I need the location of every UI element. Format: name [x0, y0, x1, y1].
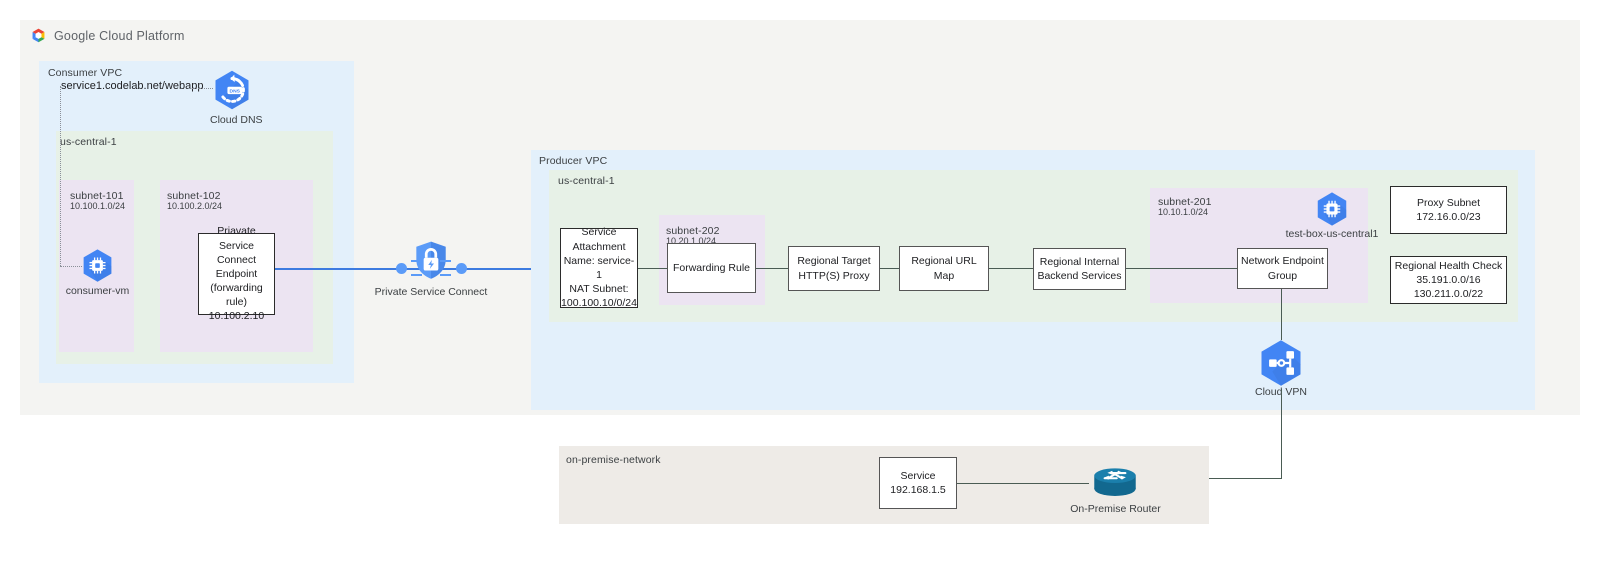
cloud-dns-caption-line2: DNS [240, 114, 263, 126]
forwarding-rule-label: Forwarding Rule [672, 261, 751, 274]
on-premise-service-line1: Service [900, 469, 936, 482]
test-box-caption: test-box-us-central1 [1285, 228, 1379, 240]
service-attachment-line1: Service [581, 226, 617, 239]
psc-left-dash-lower [411, 274, 422, 277]
subnet-202-name: subnet-202 [666, 225, 720, 237]
psc-blue-connector [275, 268, 560, 270]
target-proxy-line1: Regional Target [797, 255, 871, 268]
subnet-201-cidr: 10.10.1.0/24 [1158, 207, 1209, 217]
psc-left-dash-upper [411, 260, 422, 263]
service-attachment-line3: Name: service-1 [563, 254, 635, 281]
connector-fr-to-proxy [756, 268, 788, 270]
health-check-line2: 35.191.0.0/16 [1416, 273, 1481, 286]
svg-text:DNS: DNS [230, 88, 241, 94]
psc-right-dash-lower [440, 274, 451, 277]
on-premise-network-label: on-premise-network [566, 454, 661, 466]
forwarding-rule-box[interactable]: Forwarding Rule [667, 243, 756, 293]
psc-endpoint-line3: (forwarding rule) [210, 282, 263, 309]
network-endpoint-group-box[interactable]: Network Endpoint Group [1237, 248, 1328, 289]
google-cloud-platform-logo-icon [30, 27, 47, 44]
connector-sa-to-fr [638, 268, 667, 270]
cloud-vpn-caption: Cloud VPN [1255, 386, 1307, 398]
cloud-vpn-icon[interactable] [1254, 337, 1308, 389]
cloud-dns-caption-line1: Cloud [210, 114, 238, 126]
backend-services-line2: Backend Services [1037, 270, 1122, 282]
target-proxy-line2: HTTP(S) Proxy [798, 269, 870, 282]
producer-region-label: us-central-1 [558, 175, 615, 187]
proxy-subnet-box[interactable]: Proxy Subnet 172.16.0.0/23 [1390, 186, 1507, 234]
regional-health-check-box[interactable]: Regional Health Check 35.191.0.0/16 130.… [1390, 256, 1507, 304]
consumer-vpc-label: Consumer VPC [48, 67, 123, 79]
service-attachment-line2: Attachment [572, 240, 626, 253]
subnet-201-name: subnet-201 [1158, 196, 1212, 208]
psc-left-node-dot [396, 263, 407, 274]
service-attachment-line4: NAT Subnet: [569, 283, 629, 296]
subnet-102-name: subnet-102 [167, 190, 221, 202]
neg-line1: Network Endpoint [1241, 255, 1324, 268]
health-check-line1: Regional Health Check [1394, 259, 1503, 272]
proxy-subnet-line2: 172.16.0.0/23 [1416, 211, 1481, 223]
producer-vpc-label: Producer VPC [539, 155, 608, 167]
gcp-header: Google Cloud Platform [30, 27, 185, 44]
service-attachment-box[interactable]: Service Attachment Name: service-1 NAT S… [560, 226, 638, 310]
service-attachment-line5: 100.100.10/0/24 [561, 297, 637, 310]
subnet-202-cidr: 10.20.1.0/24 [666, 236, 717, 246]
gcp-header-title: Google Cloud Platform [54, 28, 185, 43]
connector-vpn-to-router-horizontal [1148, 478, 1282, 480]
connector-urlmap-to-backend [989, 268, 1033, 270]
test-box-compute-engine-vm-icon[interactable] [1313, 190, 1351, 228]
psc-right-dash-upper [440, 260, 451, 263]
cloud-dns-caption: Cloud DNS [210, 114, 263, 127]
private-service-connect-shield-lock-icon[interactable] [409, 238, 453, 282]
proxy-subnet-line1: Proxy Subnet [1416, 196, 1481, 209]
consumer-vm-caption: consumer-vm [65, 285, 130, 297]
regional-url-map-box[interactable]: Regional URL Map [899, 246, 989, 291]
consumer-region-label: us-central-1 [60, 136, 117, 148]
connector-vpn-to-router-vertical [1281, 389, 1283, 479]
dns-to-vm-dotted-vertical [60, 86, 61, 266]
dns-record-label: service1.codelab.net/webapp [61, 80, 204, 92]
regional-internal-backend-services-box[interactable]: Regional Internal Backend Services [1033, 248, 1126, 290]
psc-right-node-dot [456, 263, 467, 274]
connector-proxy-to-urlmap [880, 268, 899, 270]
psc-endpoint-line2: Connect Endpoint [215, 253, 258, 280]
psc-endpoint-line4: 10.100.2.10 [208, 310, 265, 323]
subnet-101-cidr: 10.100.1.0/24 [70, 201, 126, 211]
url-map-label: Regional URL Map [911, 255, 977, 282]
private-service-connect-endpoint-box[interactable]: Priavate Service Connect Endpoint (forwa… [198, 225, 275, 322]
connector-neg-to-vpn [1281, 289, 1283, 340]
backend-services-line1: Regional Internal [1039, 255, 1120, 268]
on-premise-router-caption: On-Premise Router [1070, 503, 1161, 515]
on-premise-service-line2: 192.168.1.5 [890, 484, 946, 496]
connector-service-to-router [957, 483, 1089, 485]
on-premise-service-box[interactable]: Service 192.168.1.5 [879, 457, 957, 509]
health-check-line3: 130.211.0.0/22 [1413, 288, 1484, 301]
dns-record-dotted-connector [188, 88, 213, 89]
psc-endpoint-line1: Priavate Service [217, 225, 256, 252]
compute-engine-vm-icon[interactable] [79, 247, 116, 284]
regional-target-http-proxy-box[interactable]: Regional Target HTTP(S) Proxy [788, 246, 880, 291]
dns-to-vm-dotted-horizontal [60, 266, 82, 267]
subnet-102-cidr: 10.100.2.0/24 [167, 201, 223, 211]
neg-line2: Group [1267, 269, 1298, 282]
connector-backend-to-neg [1126, 268, 1237, 270]
cloud-dns-icon[interactable]: DNS [210, 68, 254, 112]
on-premise-router-icon[interactable] [1087, 461, 1143, 499]
subnet-101-name: subnet-101 [70, 190, 124, 202]
private-service-connect-caption: Private Service Connect [374, 286, 488, 298]
